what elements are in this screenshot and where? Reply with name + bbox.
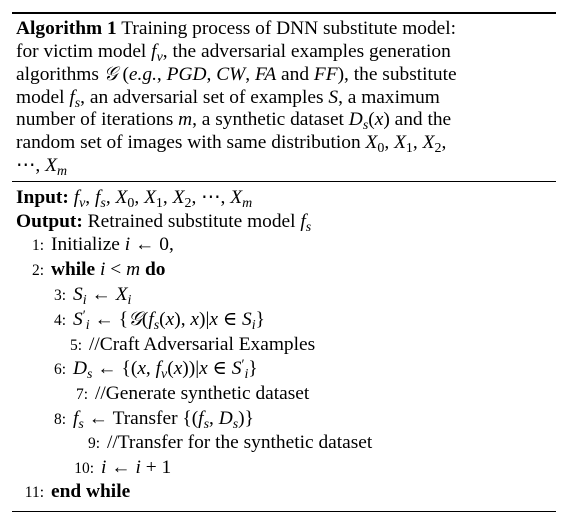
- output-label: Output:: [16, 210, 83, 232]
- algo-line-8: 8:fs ← Transfer {(fs, Ds)}: [16, 407, 554, 432]
- caption-line-5: number of iterations m, a synthetic data…: [16, 109, 452, 134]
- algo-line-3: 3:Si ← Xi: [16, 283, 554, 308]
- caption-line-4: model fs, an adversarial set of examples…: [16, 86, 440, 111]
- caption-line-3: algorithms 𝒢 (e.g., PGD, CW, FA and FF),…: [16, 62, 457, 86]
- caption-line-1: Algorithm 1 Training process of DNN subs…: [16, 18, 457, 39]
- algorithm-body: Input: fv, fs, X0, X1, X2, ⋯, Xm Output:…: [12, 182, 556, 505]
- line-number: 8:: [53, 410, 66, 428]
- algo-line-7: 7: //Generate synthetic dataset: [16, 382, 554, 407]
- line-number: 3:: [53, 286, 66, 304]
- comment-generate: //Generate synthetic dataset: [95, 382, 310, 404]
- line-number: 6:: [53, 361, 66, 379]
- algo-line-2: 2:while i < m do: [16, 258, 554, 283]
- line-number: 10:: [74, 459, 94, 477]
- line-number: 2:: [31, 261, 44, 279]
- line-number: 1:: [31, 237, 44, 255]
- line-number: 5:: [69, 336, 82, 354]
- algorithm-caption: Algorithm 1 Training process of DNN subs…: [12, 14, 556, 179]
- caption-line-7: ⋯, Xm: [16, 154, 68, 179]
- algorithm-block: Algorithm 1 Training process of DNN subs…: [12, 12, 556, 512]
- algo-line-6: 6:Ds ← {(x, fv(x))|x ∈ S′i}: [16, 357, 554, 382]
- algo-line-4: 4:S′i ← {𝒢(fs(x), x)|x ∈ Si}: [16, 307, 554, 333]
- caption-line-6: random set of images with same distribut…: [16, 131, 447, 157]
- algo-line-11: 11: end while: [16, 480, 554, 505]
- line-number: 9:: [87, 435, 100, 453]
- line-number: 4:: [53, 312, 66, 330]
- algo-line-10: 10:i ← i + 1: [16, 456, 554, 481]
- line-number: 7:: [75, 385, 88, 403]
- caption-rule: [12, 181, 556, 183]
- comment-craft: //Craft Adversarial Examples: [89, 333, 316, 355]
- line-number: 11:: [24, 484, 44, 502]
- algo-line-1: 1:Initialize i ← 0,: [16, 233, 554, 258]
- caption-line-2: for victim model fv, the adversarial exa…: [16, 40, 451, 65]
- algo-line-9: 9: //Transfer for the synthetic dataset: [16, 431, 554, 456]
- algorithm-label: Algorithm 1: [16, 18, 117, 39]
- top-rule: [12, 12, 556, 14]
- input-label: Input:: [16, 187, 69, 209]
- algo-line-5: 5: //Craft Adversarial Examples: [16, 333, 554, 358]
- comment-transfer: //Transfer for the synthetic dataset: [107, 432, 373, 454]
- output-line: Output: Retrained substitute model fs: [16, 210, 312, 235]
- end-while-keyword: end while: [51, 481, 131, 503]
- input-line: Input: fv, fs, X0, X1, X2, ⋯, Xm: [16, 187, 253, 212]
